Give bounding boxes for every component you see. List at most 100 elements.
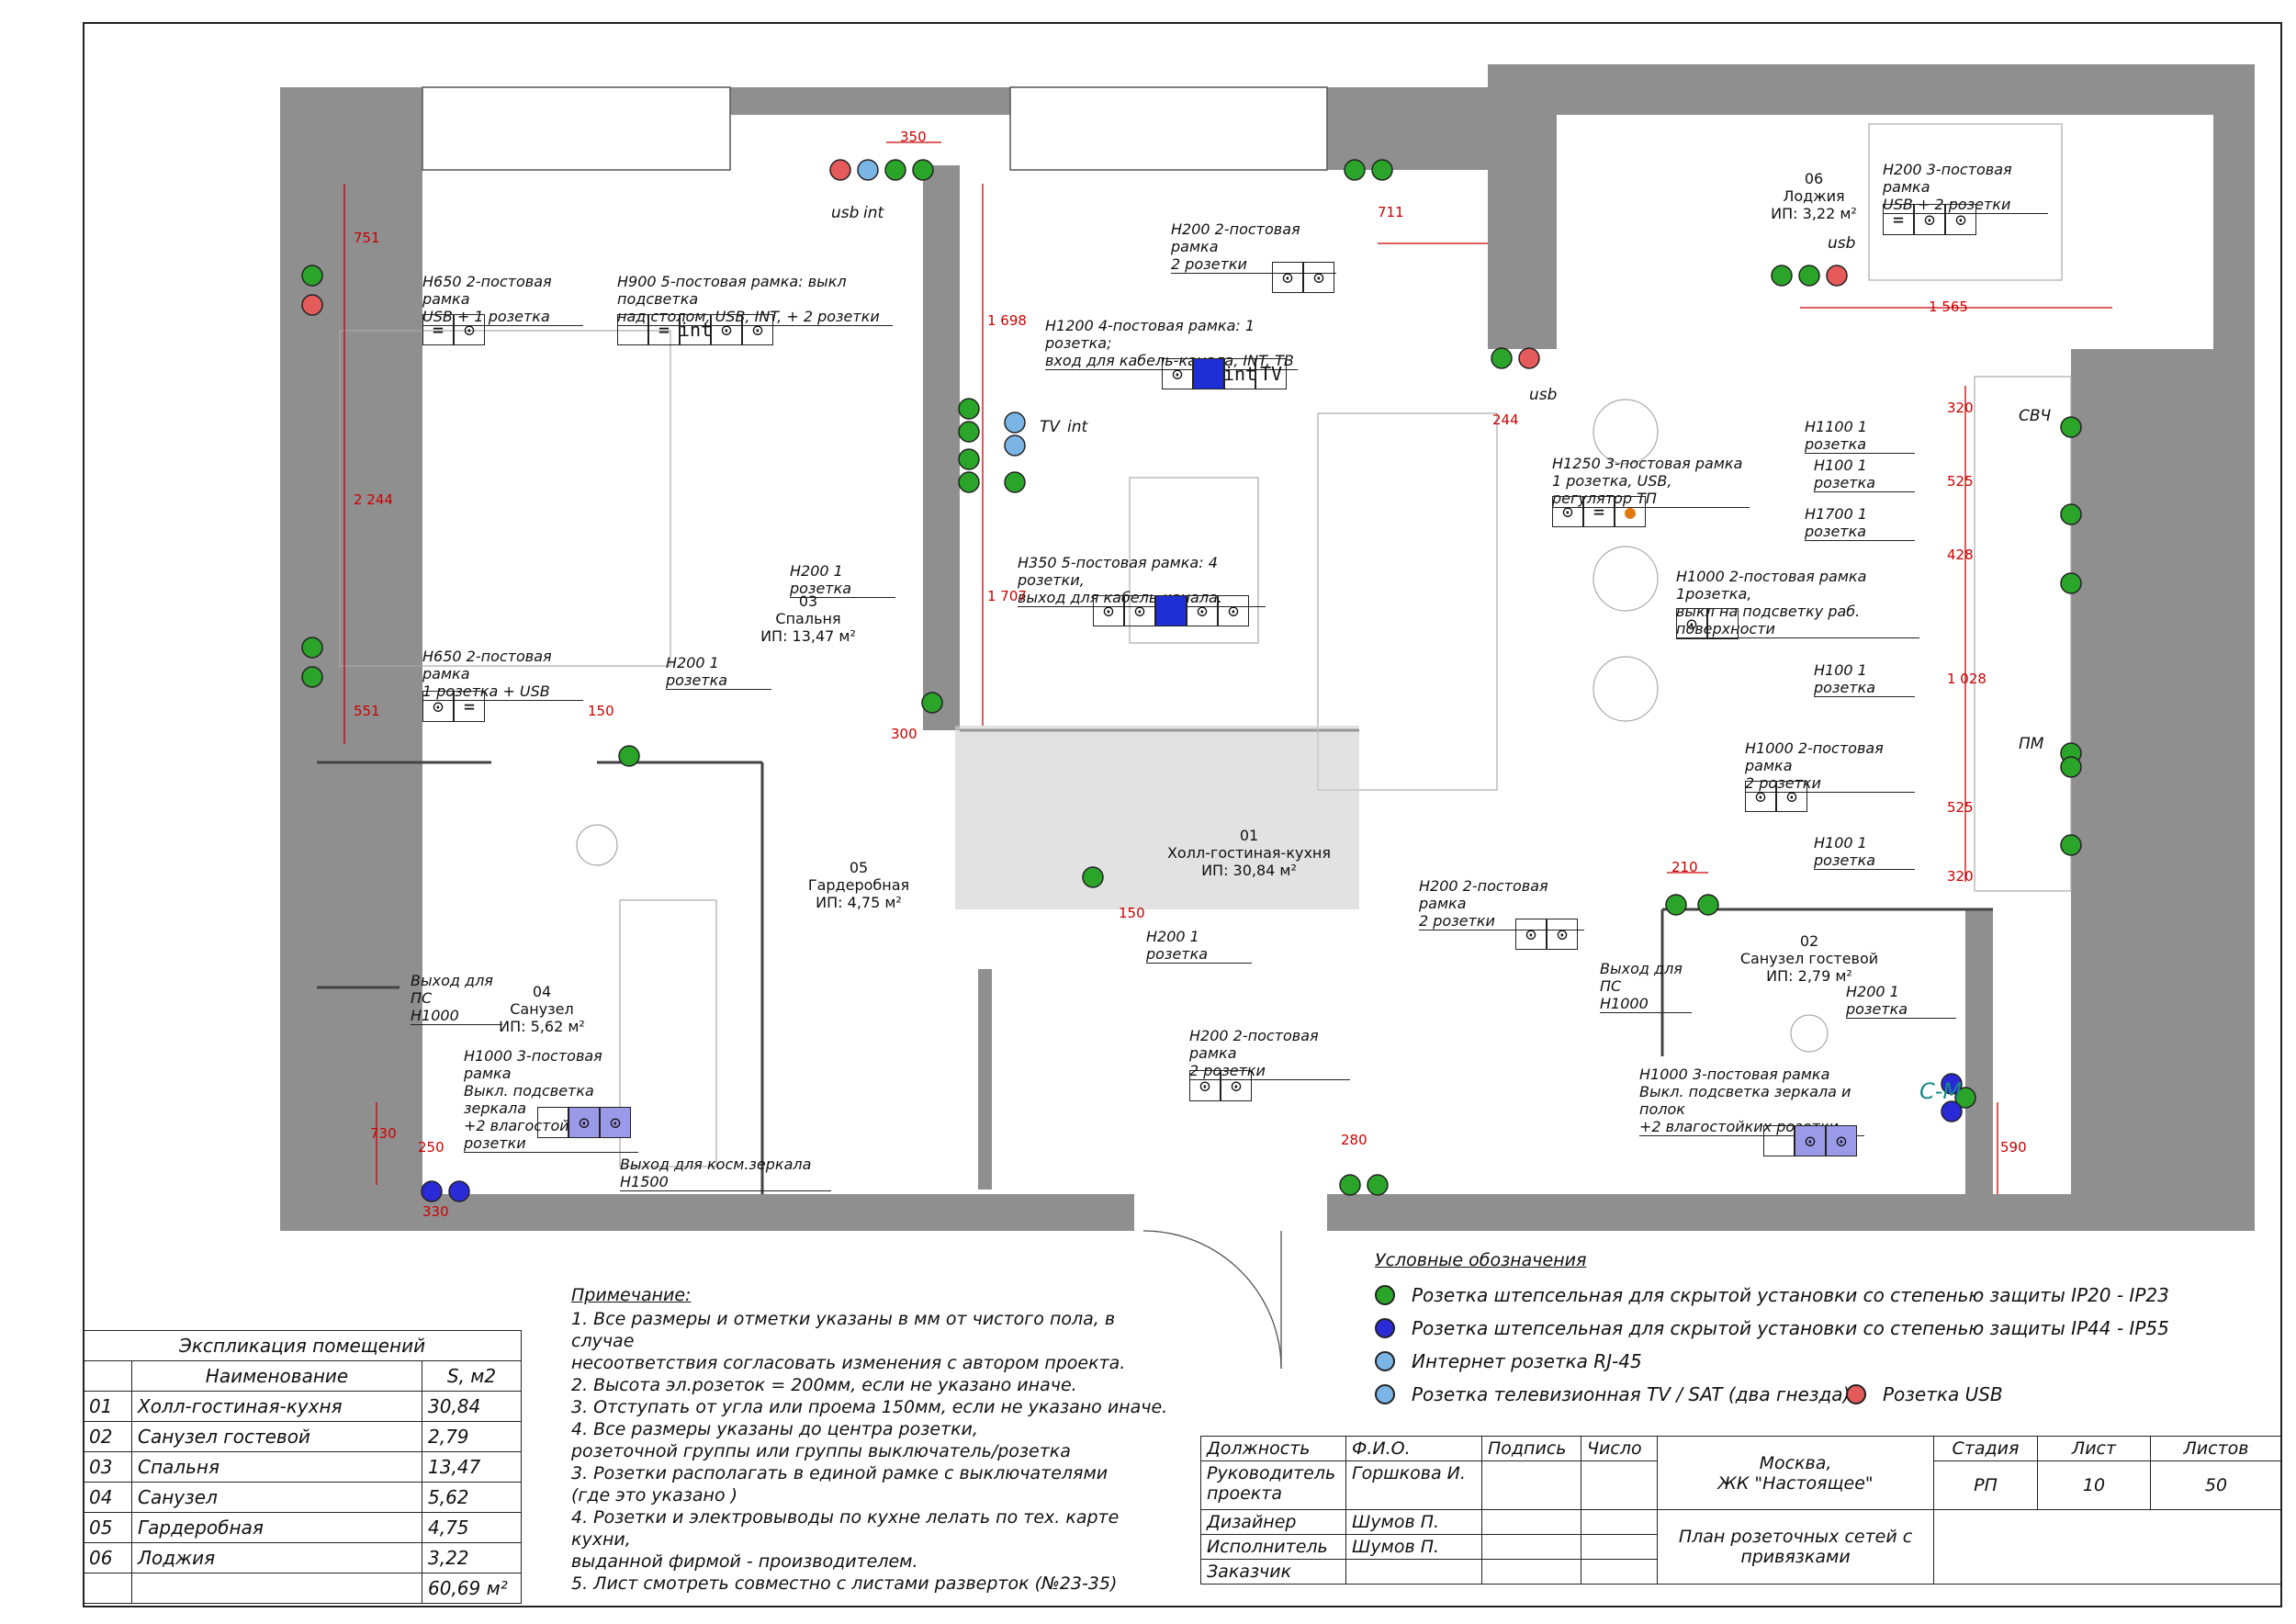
callout-h200-2b: Н200 2-постовая рамка 2 розетки xyxy=(1419,877,1584,930)
socket-icon xyxy=(958,471,980,493)
socket-icon xyxy=(1941,1073,1963,1095)
frame-2sock: ⊙⊙ xyxy=(1272,262,1334,293)
socket-icon xyxy=(884,159,906,181)
socket-icon xyxy=(1518,347,1540,369)
socket-icon xyxy=(1798,265,1820,287)
room-06-label: 06 Лоджия ИП: 3,22 м² xyxy=(1771,170,1857,222)
socket-icon xyxy=(1826,265,1848,287)
dimension-label: 250 xyxy=(418,1139,445,1156)
internet-socket-icon xyxy=(1375,1351,1395,1371)
frame-2post: =⊙ xyxy=(422,314,485,345)
socket-icon xyxy=(1941,1100,1963,1122)
socket-icon xyxy=(301,265,323,287)
dimension-label: 320 xyxy=(1947,400,1974,416)
socket-icon xyxy=(958,398,980,420)
socket-icon xyxy=(1665,894,1687,916)
socket-icon xyxy=(2060,503,2082,525)
explication-total: 60,69 м² xyxy=(422,1573,522,1604)
socket-icon xyxy=(301,294,323,316)
sheets-value: 50 xyxy=(2150,1460,2282,1510)
socket-icon xyxy=(2060,416,2082,438)
socket-icon xyxy=(958,421,980,443)
callout-h1200: Н1200 4-постовая рамка: 1 розетка; вход … xyxy=(1045,317,1298,370)
socket-icon xyxy=(857,159,879,181)
dimension-label: 730 xyxy=(370,1125,397,1142)
socket-icon xyxy=(1371,159,1393,181)
dimension-label: 525 xyxy=(1947,799,1974,816)
socket-icon xyxy=(421,1180,443,1202)
frame-2sock-kitchen: ⊙⊙ xyxy=(1745,781,1807,812)
sheet-title: План розеточных сетей с привязками xyxy=(1657,1509,1934,1585)
dimension-label: 244 xyxy=(1492,412,1519,428)
socket-icon xyxy=(2060,572,2082,594)
room-04-label: 04 Санузел ИП: 5,62 м² xyxy=(499,983,585,1035)
dimension-label: 150 xyxy=(588,703,614,719)
bed xyxy=(339,330,671,667)
dimension-label: 150 xyxy=(1119,905,1145,921)
frame-3post-loggia: =⊙⊙ xyxy=(1883,204,1976,235)
notes-title: Примечание: xyxy=(571,1285,692,1305)
kitchen-counter xyxy=(1974,376,2072,892)
stm-mark: С-М xyxy=(1919,1078,1963,1104)
socket-icon xyxy=(1954,1087,1976,1109)
wall-partition xyxy=(923,165,960,730)
entrance-door-swing xyxy=(1142,1230,1282,1370)
socket-icon xyxy=(1491,347,1513,369)
callout-h1100: Н1100 1 розетка xyxy=(1805,418,1915,454)
socket-icon xyxy=(448,1180,470,1202)
dimension-label: 300 xyxy=(891,726,917,742)
svch-mark: СВЧ xyxy=(2019,407,2052,425)
window-2 xyxy=(1009,86,1328,171)
dimension-label: 280 xyxy=(1341,1132,1367,1148)
frame-3post-tp: ⊙=● xyxy=(1552,496,1646,527)
dimension-label: 751 xyxy=(354,230,380,246)
usb-mark-hall: usb xyxy=(1529,386,1558,404)
callout-h1250: Н1250 3-постовая рамка 1 розетка, USB, р… xyxy=(1552,455,1750,508)
usb-socket-icon xyxy=(1846,1384,1866,1404)
notes-text: 1. Все размеры и отметки указаны в мм от… xyxy=(571,1309,1168,1594)
room-01-label: 01 Холл-гостиная-кухня ИП: 30,84 м² xyxy=(1166,827,1332,879)
dimension-label: 590 xyxy=(2000,1139,2027,1156)
dimension-label: 330 xyxy=(422,1203,449,1220)
legend-usb: Розетка USB xyxy=(1846,1383,2003,1405)
socket-icon xyxy=(1004,434,1026,457)
socket-icon xyxy=(912,159,934,181)
socket-icon xyxy=(301,637,323,659)
frame-2sock-b: ⊙⊙ xyxy=(1515,919,1578,950)
socket-icon xyxy=(1004,471,1026,493)
watermark xyxy=(955,726,1359,909)
armchair xyxy=(1129,477,1259,644)
tv-mark: TV xyxy=(1040,418,1061,436)
legend-ip20: Розетка штепсельная для скрытой установк… xyxy=(1375,1284,2169,1306)
frame-2sock-c: ⊙⊙ xyxy=(1189,1070,1252,1101)
callout-h200-bed: Н200 1 розетка xyxy=(790,562,895,598)
dimension-label: 1 028 xyxy=(1947,671,1986,687)
legend-internet: Интернет розетка RJ-45 xyxy=(1375,1350,1642,1372)
wall-bottom-left xyxy=(280,1194,1134,1231)
frame-5post: =int⊙⊙ xyxy=(617,314,773,345)
room-05-label: 05 Гардеробная ИП: 4,75 м² xyxy=(807,859,910,911)
dimension-label: 2 244 xyxy=(354,491,393,508)
legend-title: Условные обозначения xyxy=(1375,1250,1587,1270)
legend-ip44: Розетка штепсельная для скрытой установк… xyxy=(1375,1317,2169,1339)
dimension-label: 1 707 xyxy=(987,588,1027,604)
frame-5post-tv: ⊙⊙⊙⊙ xyxy=(1093,595,1249,626)
callout-h1000-work: Н1000 2-постовая рамка 1розетка, выкл на… xyxy=(1676,568,1919,638)
frame-guest-bath: ⊙⊙ xyxy=(1763,1125,1857,1156)
socket-icon xyxy=(1339,1174,1361,1196)
explication-title: Экспликация помещений xyxy=(83,1330,522,1361)
callout-h650-usb: Н650 2-постовая рамка USB + 1 розетка xyxy=(422,273,583,326)
project-name: Москва, ЖК "Настоящее" xyxy=(1657,1436,1934,1510)
callout-h200-2: Н200 2-постовая рамка 2 розетки xyxy=(1171,220,1336,274)
legend-tv: Розетка телевизионная TV / SAT (два гнез… xyxy=(1375,1383,1850,1405)
usb-mark-loggia: usb xyxy=(1828,234,1856,253)
bathtub xyxy=(619,899,717,1167)
socket-icon xyxy=(1004,412,1026,434)
